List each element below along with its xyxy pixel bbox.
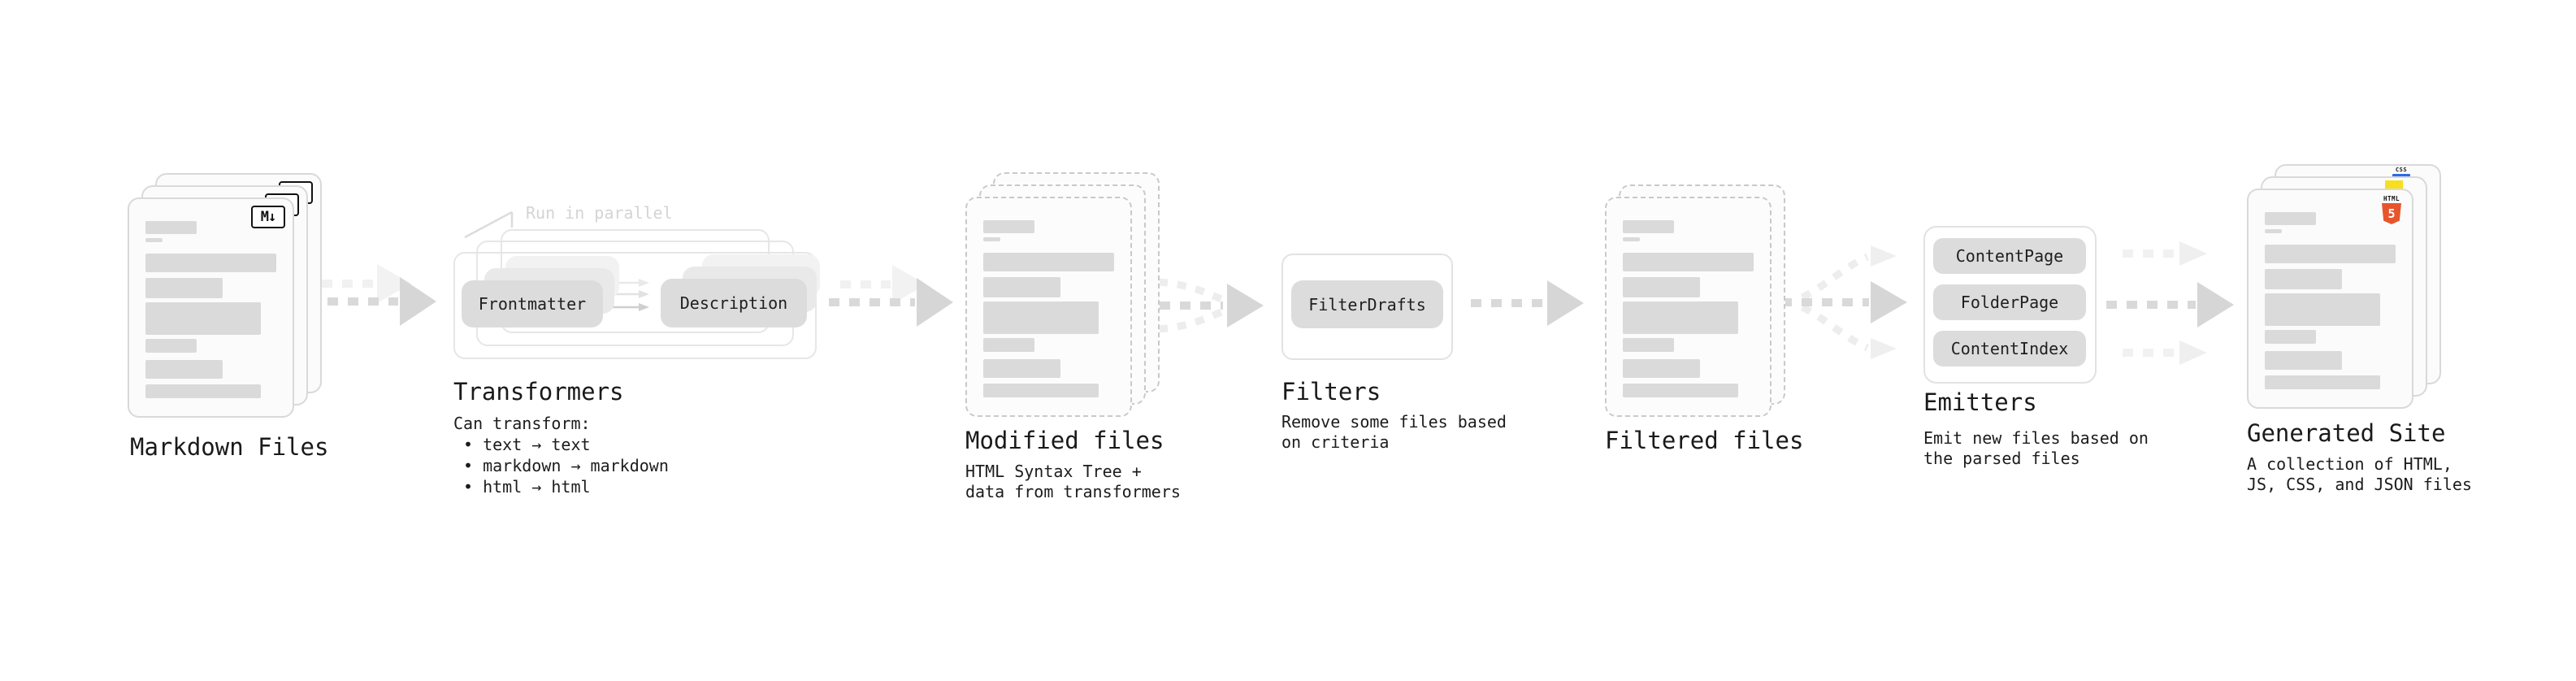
arrow-tf-head: [917, 278, 953, 327]
fanout-top-head: [1871, 245, 1897, 267]
placeholder-text-bar: [2265, 212, 2316, 225]
emitters-sub-line2: the parsed files: [1923, 449, 2080, 468]
emitters-sub-line1: Emit new files based on: [1923, 428, 2149, 448]
placeholder-text-bar: [983, 359, 1060, 378]
emitters-subtext: Emit new files based on the parsed files: [1923, 428, 2149, 469]
placeholder-text-bar: [2265, 375, 2380, 389]
modified-files-label: Modified files: [965, 427, 1164, 454]
arrow-emit-bottom-head: [2179, 340, 2207, 365]
transformers-title: Transformers: [453, 378, 624, 406]
placeholder-text-bar: [2265, 269, 2342, 289]
emitters-title: Emitters: [1923, 388, 2037, 416]
fanout-bottom-arc: [1800, 304, 1869, 352]
run-in-parallel-note: Run in parallel: [526, 203, 673, 223]
css-file-icon: CSS: [2392, 167, 2410, 177]
fanout-top-arc: [1800, 253, 1869, 301]
placeholder-text-bar: [1623, 359, 1700, 378]
description-pill: Description: [661, 279, 807, 327]
placeholder-text-bar: [983, 253, 1114, 271]
transformers-description: Can transform: • text → text • markdown …: [453, 413, 669, 497]
html5-logo-icon: HTML 5: [2381, 195, 2402, 224]
css-badge-bar: [2392, 174, 2410, 177]
placeholder-text-bar: [1623, 220, 1674, 233]
folderpage-pill: FolderPage: [1933, 284, 2086, 320]
arrow-md-head: [400, 277, 436, 326]
placeholder-text-bar: [2265, 330, 2316, 344]
css-badge-text: CSS: [2395, 167, 2408, 173]
placeholder-text-bar: [145, 278, 223, 298]
html5-badge-text: HTML: [2383, 195, 2400, 202]
placeholder-text-bar: [983, 338, 1034, 352]
filters-sub-line2: on criteria: [1281, 432, 1390, 452]
placeholder-text-bar: [145, 360, 223, 379]
modified-files-subtext: HTML Syntax Tree + data from transformer…: [965, 462, 1181, 502]
transformers-bullet-2: • markdown → markdown: [463, 456, 669, 475]
transformers-desc-heading: Can transform:: [453, 414, 591, 433]
placeholder-text-bar: [983, 301, 1099, 334]
fanin-head: [1227, 284, 1264, 327]
placeholder-text-bar: [1623, 338, 1674, 352]
markdown-files-label: Markdown Files: [130, 433, 329, 461]
placeholder-text-bar: [1623, 253, 1754, 271]
placeholder-text-bar: [145, 238, 163, 242]
generated-sub-line1: A collection of HTML,: [2247, 454, 2452, 474]
transformers-bullet-1: • text → text: [463, 435, 591, 454]
placeholder-text-bar: [145, 339, 197, 353]
placeholder-text-bar: [145, 384, 261, 398]
html5-shield: 5: [2382, 203, 2401, 224]
arrow-emit-middle-head: [2197, 282, 2234, 327]
placeholder-text-bar: [145, 221, 197, 234]
document-placeholder-lines: [2265, 212, 2396, 393]
filters-subtext: Remove some files based on criteria: [1281, 412, 1507, 453]
arrow-md-ghost-head: [377, 264, 411, 303]
transformers-bullet-3: • html → html: [463, 477, 591, 497]
placeholder-text-bar: [983, 277, 1060, 297]
document-placeholder-lines: [1623, 220, 1754, 401]
filters-title: Filters: [1281, 378, 1381, 406]
fanout-bottom-head: [1871, 338, 1897, 359]
filtered-files-label: Filtered files: [1605, 427, 1804, 454]
filtered-file-card-front: [1605, 197, 1772, 417]
contentpage-pill: ContentPage: [1933, 238, 2086, 274]
filterdrafts-pill: FilterDrafts: [1291, 280, 1443, 328]
placeholder-text-bar: [983, 220, 1034, 233]
document-placeholder-lines: [145, 221, 276, 401]
generated-sub-line2: JS, CSS, and JSON files: [2247, 475, 2472, 494]
generated-site-card-front: HTML 5: [2247, 189, 2413, 409]
placeholder-text-bar: [2265, 229, 2282, 233]
filters-sub-line1: Remove some files based: [1281, 412, 1507, 432]
transformer-outline-front: [453, 252, 817, 359]
modified-file-card-front: [965, 197, 1132, 417]
markdown-logo-icon: M↓: [251, 206, 285, 228]
arrow-tf-ghost-head: [892, 265, 926, 304]
placeholder-text-bar: [2265, 293, 2380, 326]
placeholder-text-bar: [2265, 351, 2342, 370]
fanout-middle-head: [1871, 281, 1907, 323]
placeholder-text-bar: [145, 254, 276, 272]
placeholder-text-bar: [983, 237, 1000, 241]
placeholder-text-bar: [1623, 301, 1738, 334]
generated-site-label: Generated Site: [2247, 419, 2446, 447]
placeholder-text-bar: [1623, 277, 1700, 297]
contentindex-pill: ContentIndex: [1933, 331, 2086, 367]
placeholder-text-bar: [2265, 245, 2396, 263]
generated-site-subtext: A collection of HTML, JS, CSS, and JSON …: [2247, 454, 2472, 495]
document-placeholder-lines: [983, 220, 1114, 401]
placeholder-text-bar: [145, 302, 261, 335]
placeholder-text-bar: [1623, 237, 1640, 241]
frontmatter-pill: Frontmatter: [462, 280, 603, 327]
placeholder-text-bar: [1623, 384, 1738, 397]
markdown-file-card-front: M↓: [128, 197, 294, 418]
arrow-filter-head: [1547, 280, 1584, 326]
placeholder-text-bar: [983, 384, 1099, 397]
arrow-emit-top-head: [2179, 241, 2207, 266]
modified-sub-line1: HTML Syntax Tree +: [965, 462, 1142, 481]
modified-sub-line2: data from transformers: [965, 482, 1181, 501]
